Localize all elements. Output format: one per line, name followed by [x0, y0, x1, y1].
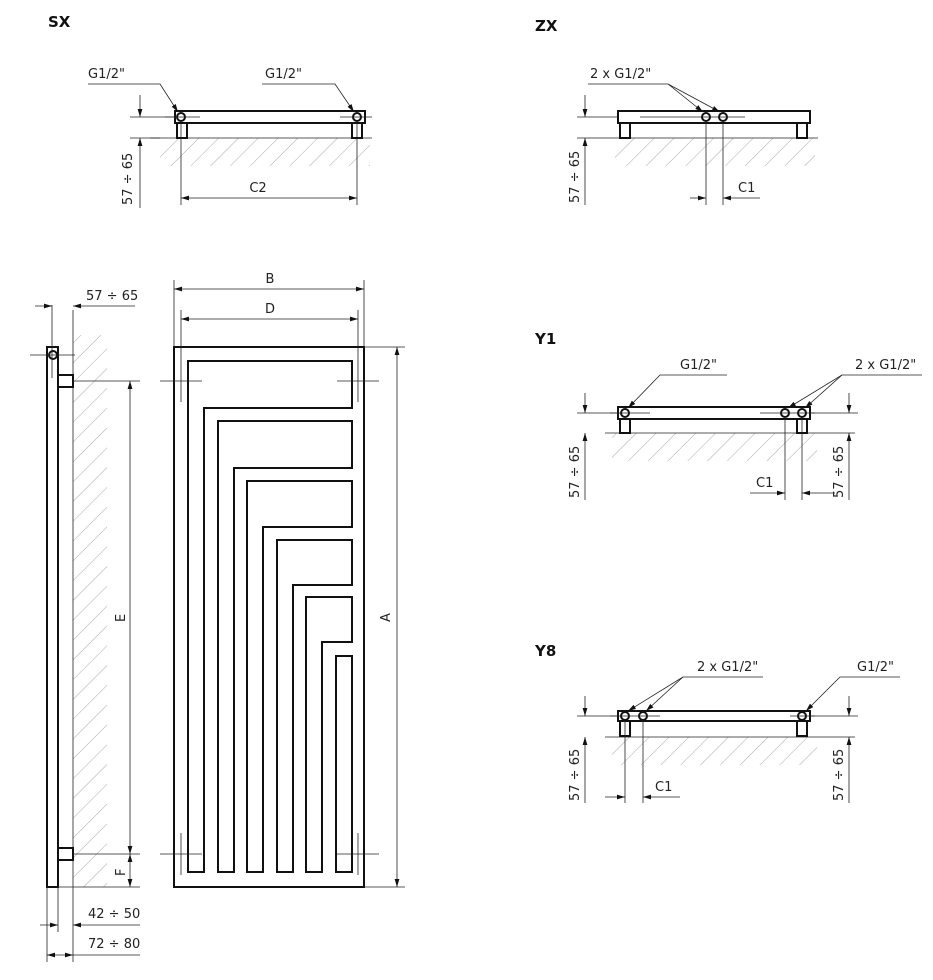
view-y1: Y1 G1/2" 2 x G1/2" 57 ÷ 65 57 ÷ 65 C1 [534, 330, 922, 500]
wall-hatch [160, 138, 370, 166]
view-title-y8: Y8 [534, 642, 556, 660]
radiator-side-profile [46, 346, 59, 888]
label-height-right: 57 ÷ 65 [832, 749, 847, 801]
label-depth-outer: 72 ÷ 80 [88, 937, 140, 952]
label-height-right: 57 ÷ 65 [832, 446, 847, 498]
radiator-serpentine [187, 360, 353, 873]
label-conn-right: G1/2" [265, 67, 302, 82]
label-c2: C2 [249, 181, 266, 196]
label-d: D [265, 302, 275, 317]
label-wall-gap: 57 ÷ 65 [86, 289, 138, 304]
label-c1: C1 [655, 780, 672, 795]
label-f: F [114, 869, 129, 876]
label-c1: C1 [738, 181, 755, 196]
radiator-top-bar [174, 110, 366, 124]
label-height-left: 57 ÷ 65 [568, 749, 583, 801]
label-c1: C1 [756, 476, 773, 491]
label-conn: 2 x G1/2" [590, 67, 651, 82]
view-sx: SX G1/2" G1/2" 57 ÷ 65 C2 [48, 13, 372, 208]
view-title-zx: ZX [535, 17, 558, 35]
view-front: B D A [160, 272, 405, 888]
label-conn-left: G1/2" [88, 67, 125, 82]
label-b: B [266, 272, 275, 287]
label-conn-right: G1/2" [857, 660, 894, 675]
label-conn-left: 2 x G1/2" [697, 660, 758, 675]
label-depth-inner: 42 ÷ 50 [88, 907, 140, 922]
label-height: 57 ÷ 65 [121, 153, 136, 205]
radiator-front-frame [173, 346, 365, 888]
label-conn-left: G1/2" [680, 358, 717, 373]
label-a: A [379, 613, 394, 622]
label-conn-right: 2 x G1/2" [855, 358, 916, 373]
view-y8: Y8 2 x G1/2" G1/2" 57 ÷ 65 57 ÷ 65 C1 [534, 642, 900, 803]
wall-hatch [73, 335, 107, 887]
view-title-y1: Y1 [534, 330, 556, 348]
view-zx: ZX 2 x G1/2" 57 ÷ 65 C1 [535, 17, 818, 205]
label-e: E [114, 614, 129, 622]
view-side: 57 ÷ 65 E F 42 ÷ 50 72 ÷ 80 [30, 289, 140, 962]
label-height-left: 57 ÷ 65 [568, 446, 583, 498]
label-height: 57 ÷ 65 [568, 151, 583, 203]
view-title-sx: SX [48, 13, 71, 31]
